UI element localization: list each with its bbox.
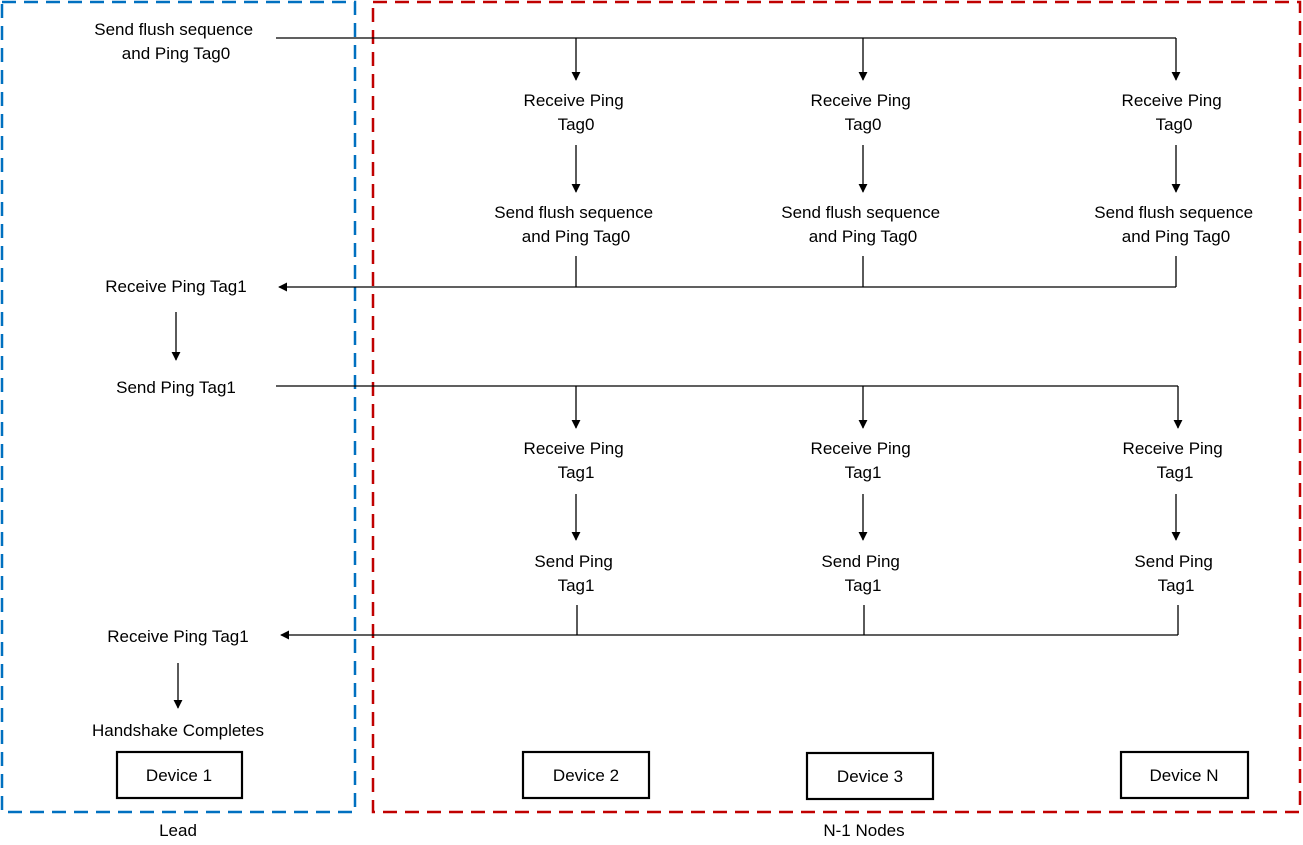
device-1-box — [115, 750, 244, 800]
lead-send-tag1-text: Send Ping Tag1 — [116, 378, 236, 397]
node-1-receive-tag0-line-1: Receive Ping — [811, 91, 911, 110]
lead-send-flush-line-1: Send flush sequence — [94, 20, 253, 39]
node-1-send-flush-line-1: Send flush sequence — [781, 203, 940, 222]
lead-send-flush-text: Send flush sequence and Ping Tag0 — [94, 20, 258, 63]
node-0-receive-tag1-line-1: Receive Ping — [524, 439, 624, 458]
node-2-send-tag1-text: Send Ping Tag1 — [1134, 552, 1217, 595]
node-0-receive-tag1-line-2: Tag1 — [558, 463, 595, 482]
node-1-send-flush-text: Send flush sequence and Ping Tag0 — [781, 203, 945, 246]
node-2-send-tag1-line-2: Tag1 — [1158, 576, 1195, 595]
lead-receive-tag1-a-text: Receive Ping Tag1 — [105, 277, 246, 296]
nodes-group-label: N-1 Nodes — [823, 821, 904, 840]
lead-send-flush-line-2: and Ping Tag0 — [122, 44, 230, 63]
node-1-send-tag1-text: Send Ping Tag1 — [821, 552, 904, 595]
node-0-send-flush-line-2: and Ping Tag0 — [522, 227, 630, 246]
node-0-send-tag1-line-2: Tag1 — [558, 576, 595, 595]
node-1-send-flush-line-2: and Ping Tag0 — [809, 227, 917, 246]
node-2-send-flush-line-1: Send flush sequence — [1094, 203, 1253, 222]
node-0-receive-tag0-line-1: Receive Ping — [524, 91, 624, 110]
node-1-receive-tag1-line-2: Tag1 — [845, 463, 882, 482]
node-2-send-flush-line-2: and Ping Tag0 — [1122, 227, 1230, 246]
node-2-receive-tag0-line-2: Tag0 — [1156, 115, 1193, 134]
node-0-receive-tag0-line-2: Tag0 — [558, 115, 595, 134]
device-n-label: Device N — [1150, 766, 1219, 785]
node-2-receive-tag1-line-2: Tag1 — [1157, 463, 1194, 482]
node-2-receive-tag0-text: Receive Ping Tag0 — [1122, 91, 1227, 134]
node-2-receive-tag1-line-1: Receive Ping — [1123, 439, 1223, 458]
node-0-send-flush-line-1: Send flush sequence — [494, 203, 653, 222]
node-1-receive-tag1-line-1: Receive Ping — [811, 439, 911, 458]
node-0-send-tag1-text: Send Ping Tag1 — [534, 552, 617, 595]
node-0-receive-tag1-text: Receive Ping Tag1 — [524, 439, 629, 482]
nodes-group-border — [371, 0, 1302, 814]
lead-complete-text: Handshake Completes — [92, 721, 264, 740]
device-3-box — [805, 751, 935, 801]
node-1-send-tag1-line-2: Tag1 — [845, 576, 882, 595]
node-0-receive-tag0-text: Receive Ping Tag0 — [524, 91, 629, 134]
lead-group-label: Lead — [159, 821, 197, 840]
lead-group-border — [0, 0, 357, 814]
node-2-receive-tag1-text: Receive Ping Tag1 — [1123, 439, 1228, 482]
node-1-receive-tag0-line-2: Tag0 — [845, 115, 882, 134]
device-2-label: Device 2 — [553, 766, 619, 785]
device-3-label: Device 3 — [837, 767, 903, 786]
lead-receive-tag1-b-text: Receive Ping Tag1 — [107, 627, 248, 646]
node-2-send-tag1-line-1: Send Ping — [1134, 552, 1212, 571]
node-0-send-flush-text: Send flush sequence and Ping Tag0 — [494, 203, 658, 246]
device-2-box — [521, 750, 651, 800]
node-1-receive-tag1-text: Receive Ping Tag1 — [811, 439, 916, 482]
node-1-receive-tag0-text: Receive Ping Tag0 — [811, 91, 916, 134]
node-1-send-tag1-line-1: Send Ping — [821, 552, 899, 571]
node-2-receive-tag0-line-1: Receive Ping — [1122, 91, 1222, 110]
node-2-send-flush-text: Send flush sequence and Ping Tag0 — [1094, 203, 1258, 246]
device-n-box — [1119, 750, 1250, 800]
node-0-send-tag1-line-1: Send Ping — [534, 552, 612, 571]
device-1-label: Device 1 — [146, 766, 212, 785]
